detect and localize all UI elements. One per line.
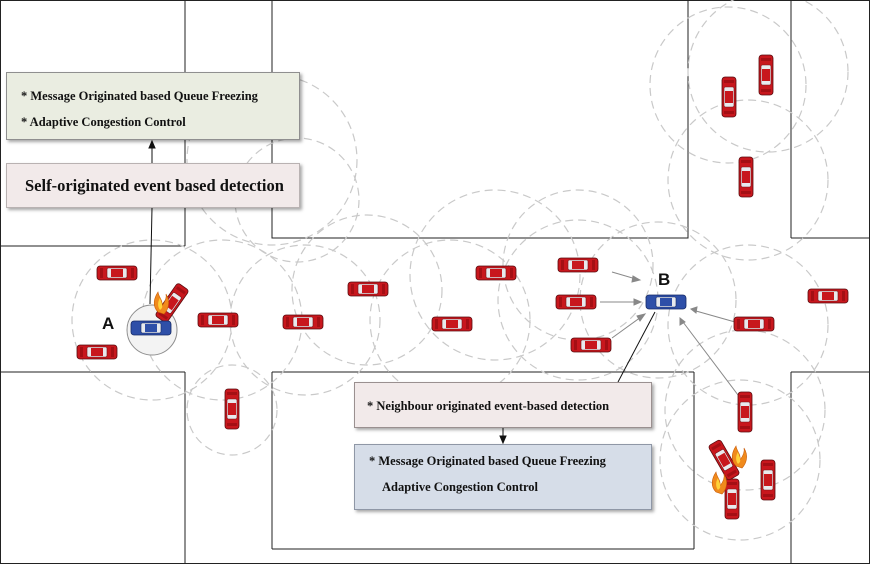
range-circles [71, 0, 849, 541]
strategy-box-bottom-right: * Message Originated based Queue Freezin… [354, 444, 652, 510]
queue-freezing-label: * Message Originated based Queue Freezin… [21, 89, 258, 103]
neighbour-detection-box: * Neighbour originated event-based detec… [354, 382, 652, 428]
connectors [148, 139, 656, 445]
alert-arrows [600, 271, 739, 396]
congestion-control-label-2: Adaptive Congestion Control [382, 480, 539, 494]
node-a-label: A [102, 314, 115, 333]
neighbour-detection-label: * Neighbour originated event-based detec… [367, 399, 610, 413]
self-detection-box: Self-originated event based detection [6, 163, 300, 208]
self-detection-label: Self-originated event based detection [25, 176, 284, 195]
strategy-box-top-left: * Message Originated based Queue Freezin… [6, 72, 300, 140]
node-b-label: B [658, 270, 671, 289]
queue-freezing-label-2: * Message Originated based Queue Freezin… [369, 454, 606, 468]
congestion-control-label: * Adaptive Congestion Control [21, 115, 186, 129]
